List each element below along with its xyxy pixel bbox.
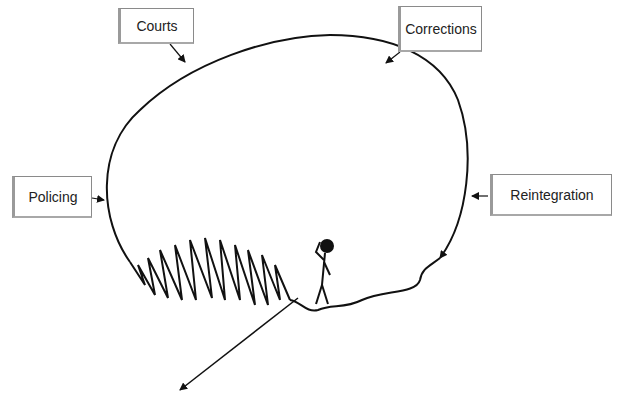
leader-arrow — [386, 52, 400, 63]
leader-arrow — [472, 195, 488, 196]
stage-box: Reintegration — [490, 174, 612, 216]
exit-arrow — [180, 298, 298, 390]
stage-box: Policing — [12, 176, 92, 218]
stage-box: Courts — [118, 8, 194, 44]
stage-label: Policing — [28, 189, 77, 205]
stage-label: Courts — [136, 18, 177, 34]
stage-label: Corrections — [405, 21, 477, 37]
cycle-loop — [107, 35, 468, 262]
cycle-return — [290, 258, 440, 310]
leader-arrow — [170, 44, 185, 62]
stage-label: Reintegration — [510, 187, 593, 203]
stick-figure — [316, 240, 333, 304]
stage-box: Corrections — [398, 6, 482, 52]
struggle-scribble — [130, 238, 290, 305]
leader-arrow — [92, 198, 104, 200]
